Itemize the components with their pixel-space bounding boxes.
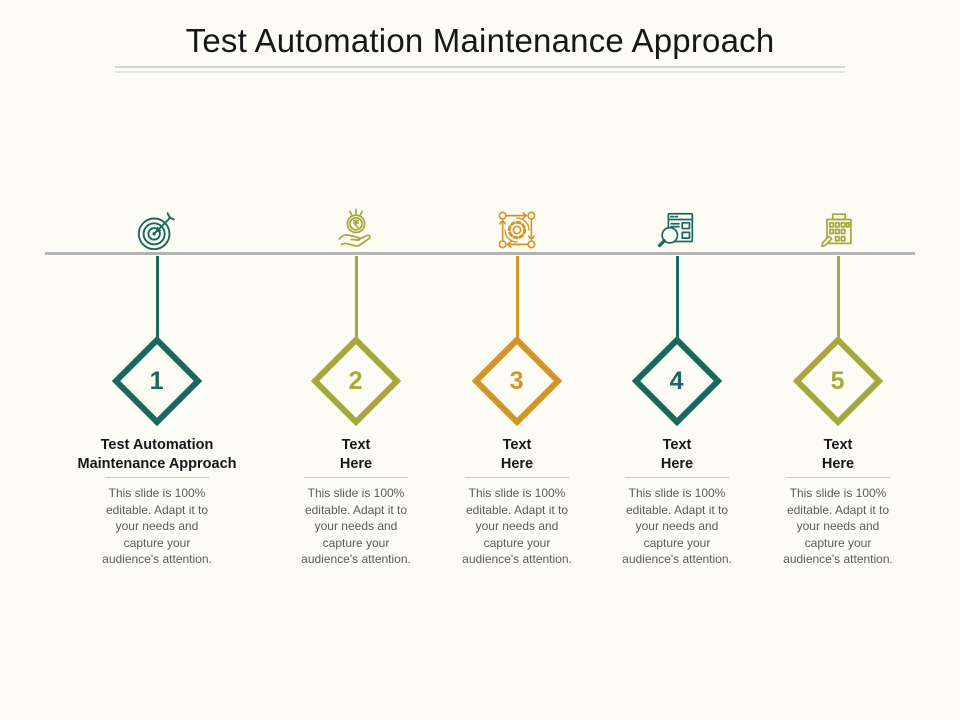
search-document-icon xyxy=(597,205,757,253)
step-diamond: 1 xyxy=(111,335,203,427)
step-diamond: 4 xyxy=(631,335,723,427)
timeline-step-4: 4 Text Here This slide is 100% editable.… xyxy=(597,205,757,570)
step-title: Text Here xyxy=(660,437,694,473)
step-title-divider xyxy=(786,477,890,478)
step-diamond: 5 xyxy=(792,335,884,427)
step-number: 1 xyxy=(150,366,164,395)
timeline-step-2: 2 Text Here This slide is 100% editable.… xyxy=(276,205,436,570)
step-number: 3 xyxy=(510,366,524,395)
step-title: Text Here xyxy=(339,437,373,473)
target-dart-icon xyxy=(57,205,257,253)
step-description: This slide is 100% editable. Adapt it to… xyxy=(622,486,732,567)
step-diamond: 2 xyxy=(310,335,402,427)
title-underline-top xyxy=(115,66,845,68)
gear-sync-icon xyxy=(437,205,597,253)
step-title-divider xyxy=(105,477,209,478)
step-description: This slide is 100% editable. Adapt it to… xyxy=(102,486,212,567)
timeline-step-5: 5 Text Here This slide is 100% editable.… xyxy=(758,205,918,570)
hand-coin-icon xyxy=(276,205,436,253)
page-title: Test Automation Maintenance Approach xyxy=(185,22,775,59)
step-connector xyxy=(675,256,679,348)
step-connector xyxy=(515,256,519,348)
step-description: This slide is 100% editable. Adapt it to… xyxy=(783,486,893,567)
step-title-divider xyxy=(465,477,569,478)
timeline-axis xyxy=(45,252,915,255)
step-title-divider xyxy=(625,477,729,478)
step-description: This slide is 100% editable. Adapt it to… xyxy=(301,486,411,567)
step-title: Text Here xyxy=(821,437,855,473)
step-connector xyxy=(836,256,840,348)
office-building-icon xyxy=(758,205,918,253)
step-diamond: 3 xyxy=(471,335,563,427)
step-title-divider xyxy=(304,477,408,478)
step-title: Text Here xyxy=(500,437,534,473)
step-description: This slide is 100% editable. Adapt it to… xyxy=(462,486,572,567)
step-number: 5 xyxy=(831,366,845,395)
step-number: 4 xyxy=(670,366,684,395)
step-connector xyxy=(354,256,358,348)
title-underline-bottom xyxy=(115,71,845,73)
timeline-step-3: 3 Text Here This slide is 100% editable.… xyxy=(437,205,597,570)
timeline-step-1: 1 Test Automation Maintenance Approach T… xyxy=(57,205,257,570)
step-connector xyxy=(155,256,159,348)
step-number: 2 xyxy=(349,366,363,395)
step-title: Test Automation Maintenance Approach xyxy=(77,437,237,473)
